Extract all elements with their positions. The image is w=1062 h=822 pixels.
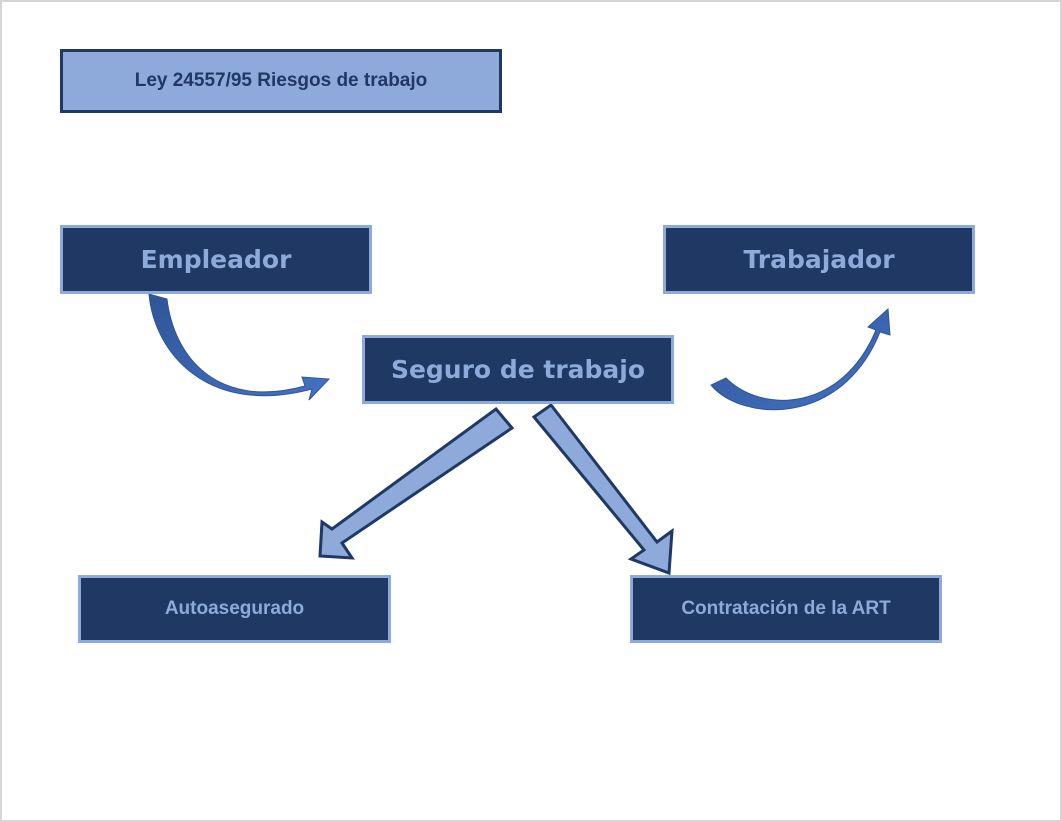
node-contratacion-art: Contratación de la ART [630, 575, 942, 643]
title-box: Ley 24557/95 Riesgos de trabajo [60, 49, 502, 113]
edge-empleador-to-seguro [148, 293, 331, 401]
node-empleador-label: Empleador [140, 245, 292, 274]
edge-seguro-to-trabajador [710, 307, 891, 411]
title-text: Ley 24557/95 Riesgos de trabajo [134, 70, 428, 91]
node-trabajador-label: Trabajador [743, 245, 895, 274]
edge-seguro-to-autoasegurado [318, 406, 515, 560]
node-autoasegurado-label: Autoasegurado [164, 598, 305, 619]
edge-seguro-to-art [531, 402, 674, 576]
node-autoasegurado: Autoasegurado [78, 575, 391, 643]
node-seguro-label: Seguro de trabajo [390, 355, 646, 384]
node-seguro-de-trabajo: Seguro de trabajo [362, 335, 674, 404]
node-trabajador: Trabajador [663, 225, 975, 294]
node-art-label: Contratación de la ART [681, 598, 891, 619]
node-empleador: Empleador [60, 225, 372, 294]
